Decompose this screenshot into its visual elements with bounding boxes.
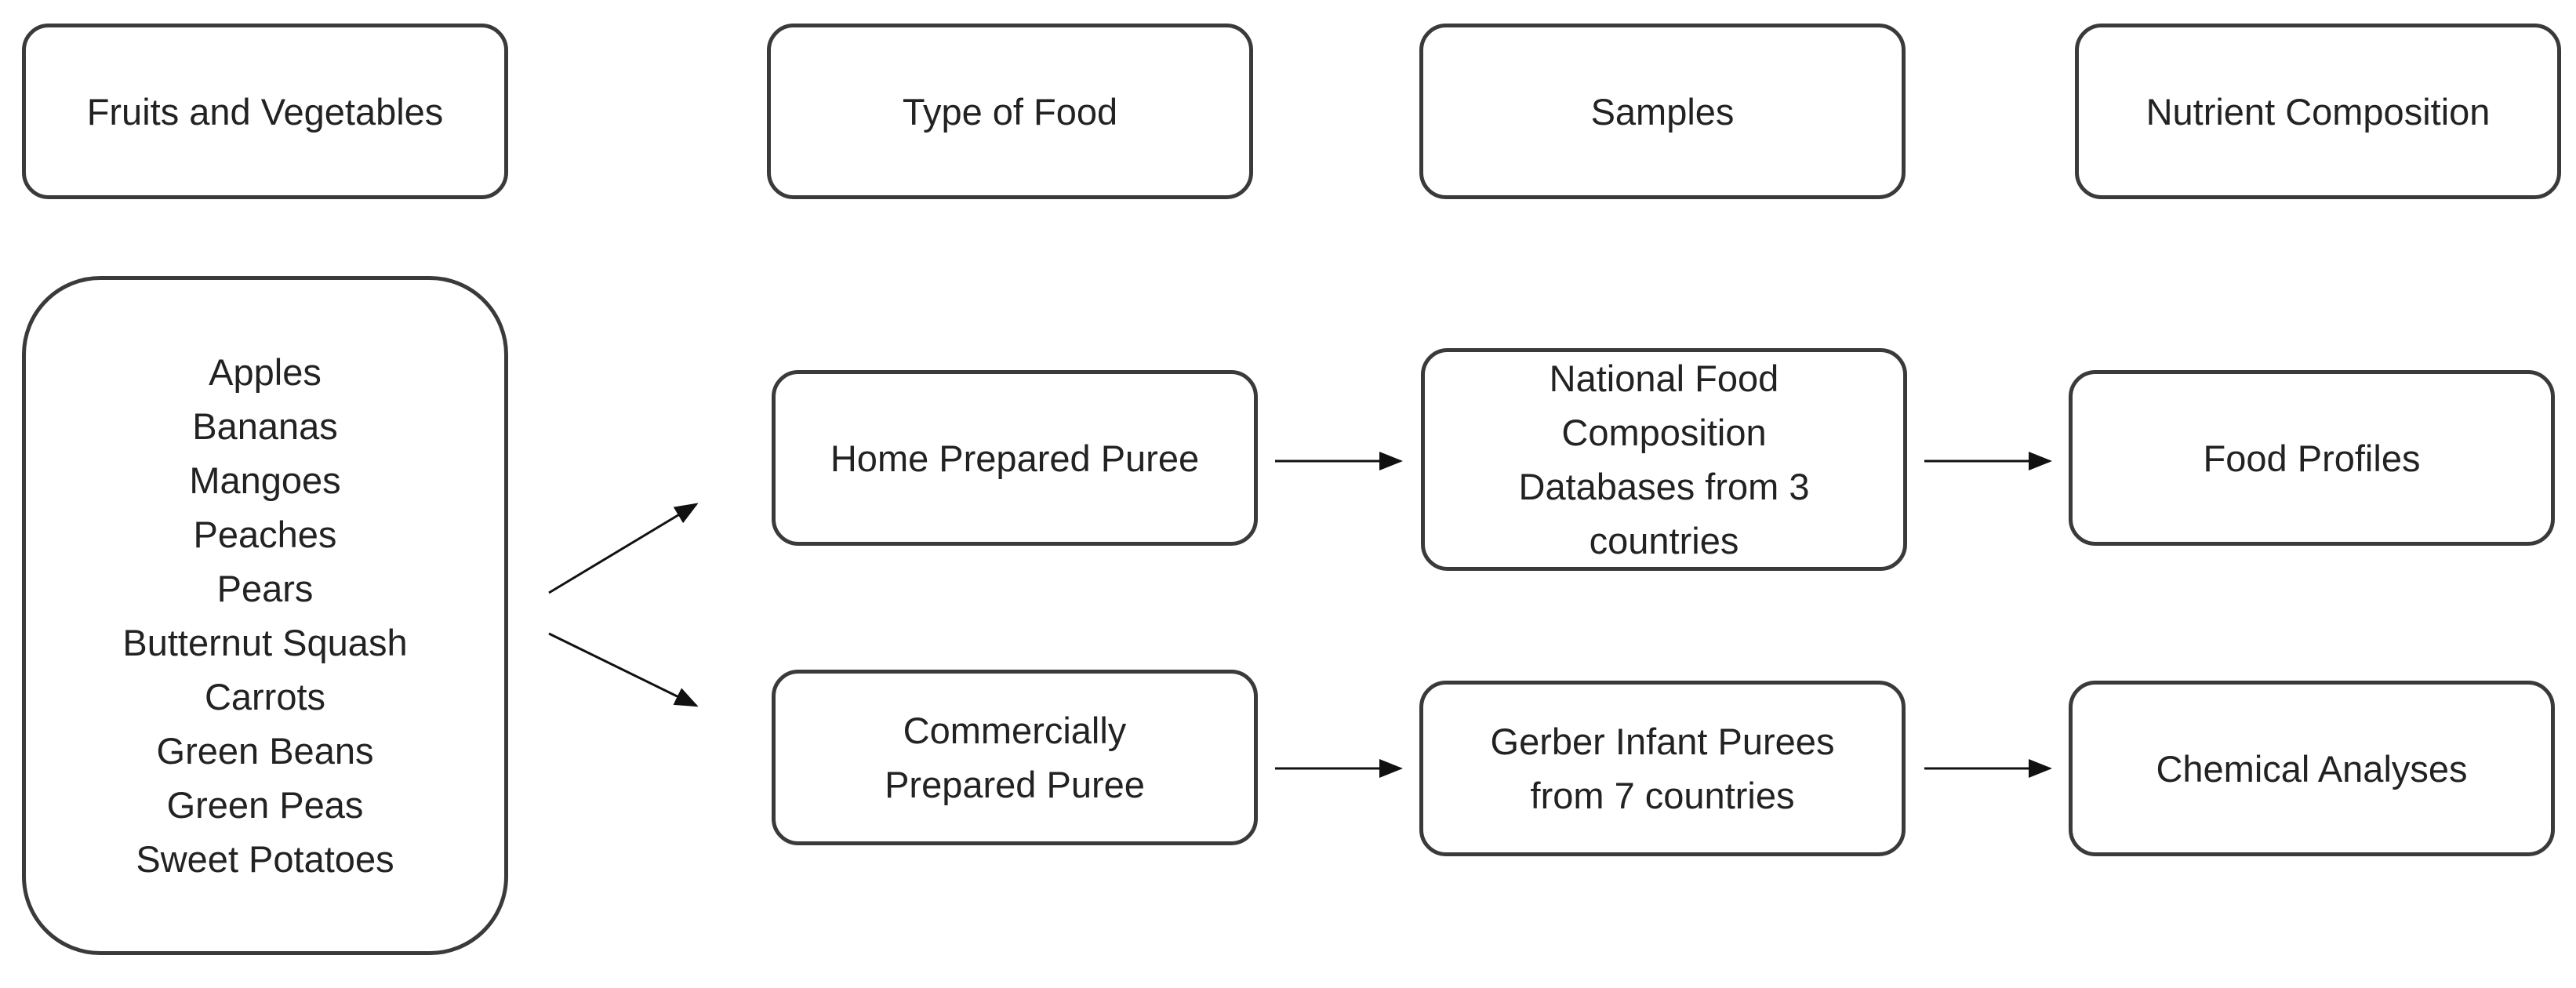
list-item: Apples (209, 351, 322, 393)
national-food-composition-databases-label: National Food Composition Databases from… (1518, 358, 1810, 561)
national-food-composition-databases-box: National Food Composition Databases from… (1421, 348, 1907, 571)
list-item: Butternut Squash (122, 622, 408, 663)
food-profiles-label: Food Profiles (2203, 437, 2421, 479)
header-samples-label: Samples (1590, 90, 1735, 133)
home-prepared-puree-label: Home Prepared Puree (830, 437, 1200, 479)
arrow-to-home-prepared (548, 503, 699, 594)
food-profiles-box: Food Profiles (2069, 370, 2555, 546)
commercially-prepared-puree-box: Commercially Prepared Puree (772, 670, 1258, 845)
list-item: Sweet Potatoes (136, 838, 394, 880)
commercially-prepared-puree-label: Commercially Prepared Puree (885, 710, 1145, 805)
list-item: Pears (216, 568, 314, 609)
gerber-infant-purees-box: Gerber Infant Purees from 7 countries (1419, 681, 1906, 856)
list-item: Bananas (192, 405, 338, 447)
header-type-of-food-label: Type of Food (902, 90, 1118, 133)
chemical-analyses-box: Chemical Analyses (2069, 681, 2555, 856)
list-item: Peaches (193, 514, 337, 555)
list-item: Carrots (204, 676, 326, 717)
header-nutrient-composition-label: Nutrient Composition (2145, 90, 2491, 133)
arrow-to-commercially-prepared (548, 632, 699, 707)
gerber-infant-purees-label: Gerber Infant Purees from 7 countries (1490, 721, 1835, 816)
list-item: Green Peas (166, 784, 364, 826)
fruits-and-vegetables-list: Apples Bananas Mangoes Peaches Pears But… (122, 345, 407, 886)
list-item: Mangoes (189, 459, 341, 501)
header-fruits-and-vegetables: Fruits and Vegetables (22, 24, 508, 199)
header-type-of-food: Type of Food (767, 24, 1253, 199)
list-item: Green Beans (156, 730, 374, 772)
header-nutrient-composition: Nutrient Composition (2075, 24, 2561, 199)
header-fruits-and-vegetables-label: Fruits and Vegetables (86, 90, 444, 133)
header-samples: Samples (1419, 24, 1906, 199)
home-prepared-puree-box: Home Prepared Puree (772, 370, 1258, 546)
fruits-and-vegetables-list-box: Apples Bananas Mangoes Peaches Pears But… (22, 276, 508, 955)
chemical-analyses-label: Chemical Analyses (2156, 747, 2468, 790)
